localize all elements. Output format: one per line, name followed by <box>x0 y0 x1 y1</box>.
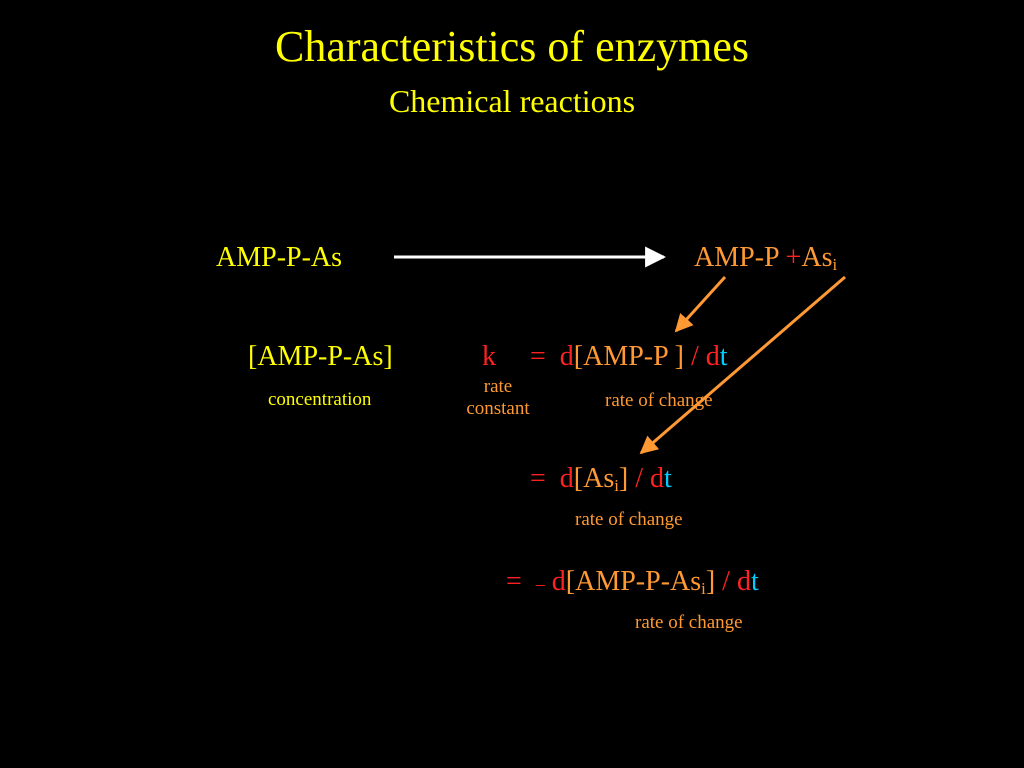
concentration-term: [AMP-P-As] <box>248 341 393 372</box>
slide-subtitle: Chemical reactions <box>388 83 636 119</box>
products-label: AMP-P +Asi <box>694 242 837 281</box>
product2-subscript: i <box>832 255 838 275</box>
product1-text: AMP-P <box>694 242 786 273</box>
differential-d-time: d <box>650 463 665 494</box>
division-slash: / <box>715 566 737 597</box>
slide-title: Characteristics of enzymes <box>274 22 750 71</box>
concentration-label: concentration <box>268 389 372 410</box>
product2-concentration-open: [As <box>573 463 615 494</box>
differential-d-time: d <box>705 341 720 372</box>
reactant-label: AMP-P-As <box>216 242 343 273</box>
reactant-concentration-subscript: i <box>701 579 706 599</box>
rate-constant-label: rate constant <box>448 376 548 420</box>
equation1-rhs: = d[AMP-P ] / dt <box>530 341 728 373</box>
reactant-concentration-close: ] <box>705 566 716 597</box>
product1-concentration: [AMP-P ] <box>573 341 684 372</box>
division-slash: / <box>684 341 706 372</box>
differential-d: d <box>551 566 566 597</box>
time-variable: t <box>719 341 728 372</box>
differential-d-time: d <box>736 566 751 597</box>
differential-d: d <box>559 463 574 494</box>
equals-sign: = <box>506 566 522 597</box>
minus-sign: – <box>535 574 545 594</box>
product2-concentration-subscript: i <box>614 476 619 496</box>
equation1-rate-of-change-label: rate of change <box>605 390 713 411</box>
differential-d: d <box>559 341 574 372</box>
time-variable: t <box>750 566 759 597</box>
equation2-rhs: = d[Asi] / dt <box>530 463 672 502</box>
product2-text: As <box>801 242 833 273</box>
equation3-rate-of-change-label: rate of change <box>635 612 743 633</box>
equals-sign: = <box>530 463 546 494</box>
equals-sign: = <box>530 341 546 372</box>
division-slash: / <box>628 463 651 494</box>
equation3-rhs: = – d[AMP-P-Asi] / dt <box>506 566 759 605</box>
product1-pointer-arrow <box>674 275 727 333</box>
rate-constant-label-line2: constant <box>466 398 530 419</box>
reactant-concentration-open: [AMP-P-As <box>565 566 702 597</box>
rate-constant-k: k <box>482 341 496 372</box>
equation2-rate-of-change-label: rate of change <box>575 509 683 530</box>
product2-pointer-arrow <box>639 275 846 455</box>
time-variable: t <box>664 463 672 494</box>
plus-sign: + <box>785 242 802 273</box>
rate-constant-label-line1: rate <box>483 376 513 397</box>
product2-concentration-close: ] <box>618 463 629 494</box>
